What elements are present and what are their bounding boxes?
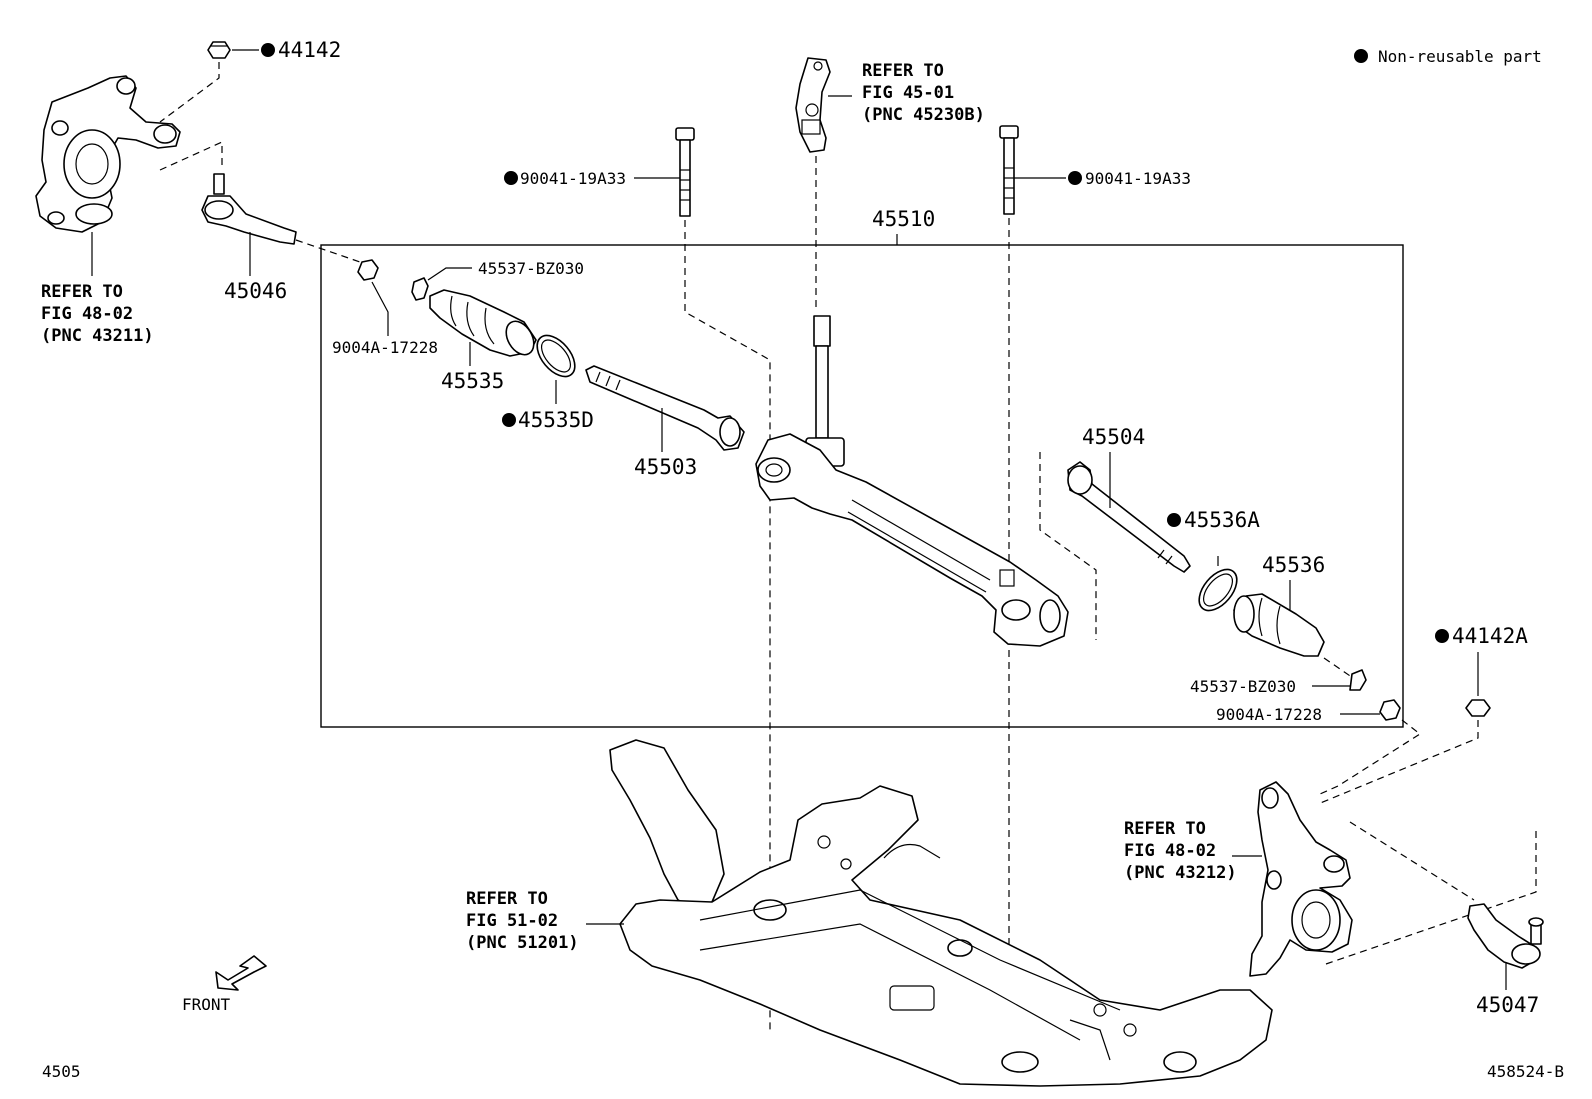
svg-text:REFER TO: REFER TO <box>41 282 123 302</box>
band-45536a <box>1198 568 1238 612</box>
svg-text:FIG 48-02: FIG 48-02 <box>1124 841 1216 861</box>
part-label-45537-right: 45537-BZ030 <box>1190 677 1296 696</box>
svg-text:REFER TO: REFER TO <box>862 61 944 81</box>
inner-tie-rod-45504 <box>1067 461 1191 573</box>
svg-text:(PNC 43212): (PNC 43212) <box>1124 863 1237 883</box>
part-label-45510: 45510 <box>872 207 935 231</box>
non-reusable-dot-icon <box>261 43 275 57</box>
part-label-45046: 45046 <box>224 279 287 303</box>
front-label: FRONT <box>182 995 231 1014</box>
front-arrow-icon <box>215 955 267 991</box>
svg-text:FIG 48-02: FIG 48-02 <box>41 304 133 324</box>
part-label-45535d: 45535D <box>518 408 594 432</box>
bolt-left <box>675 127 695 217</box>
part-label-45536: 45536 <box>1262 553 1325 577</box>
non-reusable-dot-icon <box>1435 629 1449 643</box>
svg-text:(PNC 51201): (PNC 51201) <box>466 933 579 953</box>
legend: Non-reusable part <box>1354 47 1542 66</box>
non-reusable-dot-icon <box>1167 513 1181 527</box>
svg-text:(PNC 45230B): (PNC 45230B) <box>862 105 985 125</box>
part-label-45536a: 45536A <box>1184 508 1260 532</box>
ref-knuckle-left: REFER TO FIG 48-02 (PNC 43211) <box>41 282 154 346</box>
part-label-45504: 45504 <box>1082 425 1145 449</box>
part-label-90041-left: 90041-19A33 <box>520 169 626 188</box>
nut-9004a-right <box>1379 699 1401 721</box>
svg-text:(PNC 43211): (PNC 43211) <box>41 326 154 346</box>
inner-tie-rod-45503 <box>585 365 745 451</box>
steering-gear-assembly <box>755 315 1069 647</box>
non-reusable-dot-icon <box>1354 49 1368 63</box>
part-label-9004a-left: 9004A-17228 <box>332 338 438 357</box>
footer-left-code: 4505 <box>42 1062 81 1081</box>
ref-shaft: REFER TO FIG 45-01 (PNC 45230B) <box>862 61 985 125</box>
part-label-44142a: 44142A <box>1452 624 1528 648</box>
svg-text:REFER TO: REFER TO <box>466 889 548 909</box>
bolt-right <box>999 125 1019 215</box>
part-label-44142: 44142 <box>278 38 341 62</box>
part-label-90041-right: 90041-19A33 <box>1085 169 1191 188</box>
boot-45535 <box>429 289 537 357</box>
non-reusable-dot-icon <box>504 171 518 185</box>
tie-rod-end-left <box>201 173 297 245</box>
part-label-45047: 45047 <box>1476 993 1539 1017</box>
part-label-45537-left: 45537-BZ030 <box>478 259 584 278</box>
front-crossmember <box>609 739 1273 1087</box>
footer-right-code: 458524-B <box>1487 1062 1564 1081</box>
clip-45537-right <box>1349 669 1367 691</box>
part-label-45535: 45535 <box>441 369 504 393</box>
intermediate-shaft <box>795 57 831 153</box>
part-label-9004a-right: 9004A-17228 <box>1216 705 1322 724</box>
legend-text: Non-reusable part <box>1378 47 1542 66</box>
non-reusable-dot-icon <box>1068 171 1082 185</box>
steering-knuckle-left <box>35 75 181 233</box>
svg-text:REFER TO: REFER TO <box>1124 819 1206 839</box>
non-reusable-dot-icon <box>502 413 516 427</box>
clip-45537-left <box>411 277 429 301</box>
boot-45536 <box>1233 593 1325 657</box>
ref-crossmember: REFER TO FIG 51-02 (PNC 51201) <box>466 889 579 953</box>
svg-text:FIG 45-01: FIG 45-01 <box>862 83 954 103</box>
ref-knuckle-right: REFER TO FIG 48-02 (PNC 43212) <box>1124 819 1237 883</box>
steering-knuckle-right <box>1249 781 1353 977</box>
part-label-45503: 45503 <box>634 455 697 479</box>
nut-9004a-left <box>357 259 379 281</box>
nut-44142 <box>207 41 231 59</box>
nut-44142a <box>1465 699 1491 717</box>
band-45535d <box>536 334 576 378</box>
svg-text:FIG 51-02: FIG 51-02 <box>466 911 558 931</box>
tie-rod-end-right <box>1467 903 1544 969</box>
assembly-box <box>320 244 1404 728</box>
